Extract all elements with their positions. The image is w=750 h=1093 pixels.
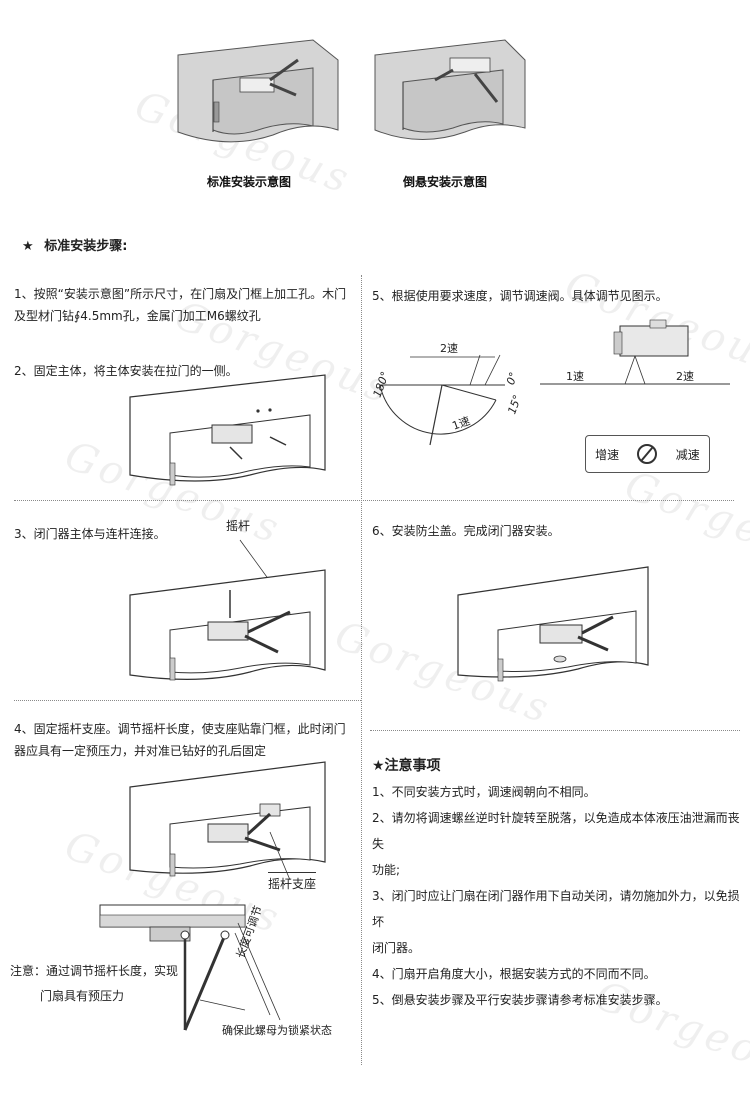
decrease-speed-label: 减速 <box>675 447 700 462</box>
row-divider <box>14 500 734 501</box>
note-line: 功能; <box>372 863 401 877</box>
note-line: 2、请勿将调速螺丝逆时针旋转至脱落，以免造成本体液压油泄漏而丧失 <box>372 811 740 851</box>
step-6-text: 6、安装防尘盖。完成闭门器安装。 <box>372 524 560 538</box>
step-4-text: 4、固定摇杆支座。调节摇杆长度，使支座贴靠门框，此时闭门器应具有一定预压力，并对… <box>14 722 346 758</box>
note-line: 4、门扇开启角度大小，根据安装方式的不同而不同。 <box>372 967 656 981</box>
rocker-bracket-label: 摇杆支座 <box>268 872 317 895</box>
inverted-install-figure <box>374 39 526 140</box>
step-4-note-line-1: 注意：通过调节摇杆长度，实现 <box>10 964 179 978</box>
step-1-text: 1、按照“安装示意图”所示尺寸，在门扇及门框上加工孔。木门及型材门钻∮4.5mm… <box>14 287 347 323</box>
standard-install-figure <box>177 39 339 143</box>
note-line: 闭门器。 <box>372 941 421 955</box>
row-divider <box>370 730 740 731</box>
speed-valve-figure <box>540 319 730 385</box>
step-2-figure <box>129 374 326 486</box>
step-4-note-line-2: 门扇具有预压力 <box>40 989 125 1003</box>
note-line: 1、不同安装方式时，调速阀朝向不相同。 <box>372 785 596 799</box>
lock-nut-label: 确保此螺母为锁紧状态 <box>222 1024 332 1037</box>
speed-2-label: 2速 <box>440 342 458 355</box>
steps-header: ★ 标准安装步骤: <box>22 235 127 254</box>
step-3-text: 3、闭门器主体与连杆连接。 <box>14 527 166 541</box>
notes-section: ★注意事项 1、不同安装方式时，调速阀朝向不相同。 2、请勿将调速螺丝逆时针旋转… <box>372 755 742 1013</box>
row-divider <box>14 700 361 701</box>
step-5-text: 5、根据使用要求速度，调节调速阀。具体调节见图示。 <box>372 289 668 303</box>
steps-title: 标准安装步骤: <box>44 239 128 254</box>
inverted-install-caption: 倒悬安装示意图 <box>403 175 488 189</box>
speed-diagram <box>379 354 505 446</box>
right-speed-2-label: 2速 <box>676 370 694 383</box>
speed-adjust-box: 增速 减速 <box>585 435 710 473</box>
note-line: 3、闭门时应让门扇在闭门器作用下自动关闭，请勿施加外力，以免损坏 <box>372 889 740 929</box>
note-line: 5、倒悬安装步骤及平行安装步骤请参考标准安装步骤。 <box>372 993 668 1007</box>
increase-speed-label: 增速 <box>595 447 620 462</box>
step-2-text: 2、固定主体，将主体安装在拉门的一侧。 <box>14 364 238 378</box>
valve-screw-icon <box>637 444 658 464</box>
step-4-detail-figure <box>99 904 281 1031</box>
right-speed-1-label: 1速 <box>566 370 584 383</box>
standard-install-caption: 标准安装示意图 <box>207 175 292 189</box>
step-3-figure <box>129 539 326 681</box>
star-icon: ★ <box>22 239 34 254</box>
rocker-label: 摇杆 <box>226 519 251 533</box>
column-divider <box>361 275 362 1065</box>
step-4-figure <box>129 761 326 881</box>
step-6-figure <box>457 566 649 682</box>
notes-title: ★注意事项 <box>372 758 441 774</box>
